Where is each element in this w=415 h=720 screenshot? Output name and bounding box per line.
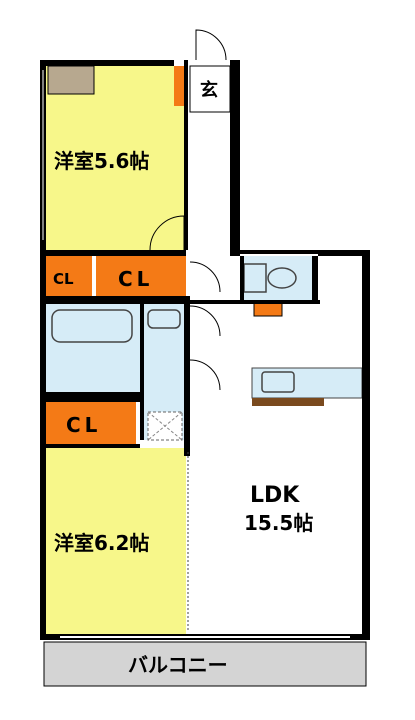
kitchen-sink-icon (261, 371, 295, 393)
closet-lower-label: CL (66, 413, 101, 437)
entrance-label: 玄 (200, 79, 218, 101)
room1-door-swing (149, 215, 185, 251)
closet-upper-label: CL (118, 267, 153, 291)
hall-door-swing-1 (189, 261, 221, 293)
western-room-1-label: 洋室5.6帖 (54, 149, 149, 173)
bathtub (51, 309, 133, 343)
closet-upper-floor (96, 256, 186, 300)
walls (40, 60, 370, 640)
western-room-1-floor (46, 66, 186, 250)
entrance-door-swing (195, 29, 227, 61)
ldk-size-label: 15.5帖 (244, 511, 313, 535)
ldk-name-label: LDK (250, 483, 300, 508)
washer-cross-2 (147, 411, 183, 441)
counter-base (252, 398, 324, 406)
closet-small-floor (46, 256, 92, 300)
sink-icon (147, 309, 181, 329)
toilet-bowl-icon (267, 267, 297, 289)
western-room-2-label: 洋室6.2帖 (54, 531, 149, 555)
toilet-tank-icon (243, 263, 267, 293)
closet-small-label: CL (53, 270, 74, 288)
balcony-floor (43, 641, 367, 687)
hall-door-swing-3 (189, 359, 221, 391)
western-room-2-floor (46, 448, 186, 634)
hall-door-swing-2 (189, 305, 221, 337)
toilet-pipe (253, 301, 283, 317)
closet-lower-floor (46, 402, 136, 446)
balcony-label: バルコニー (128, 653, 228, 677)
storage-box-icon (47, 65, 95, 95)
